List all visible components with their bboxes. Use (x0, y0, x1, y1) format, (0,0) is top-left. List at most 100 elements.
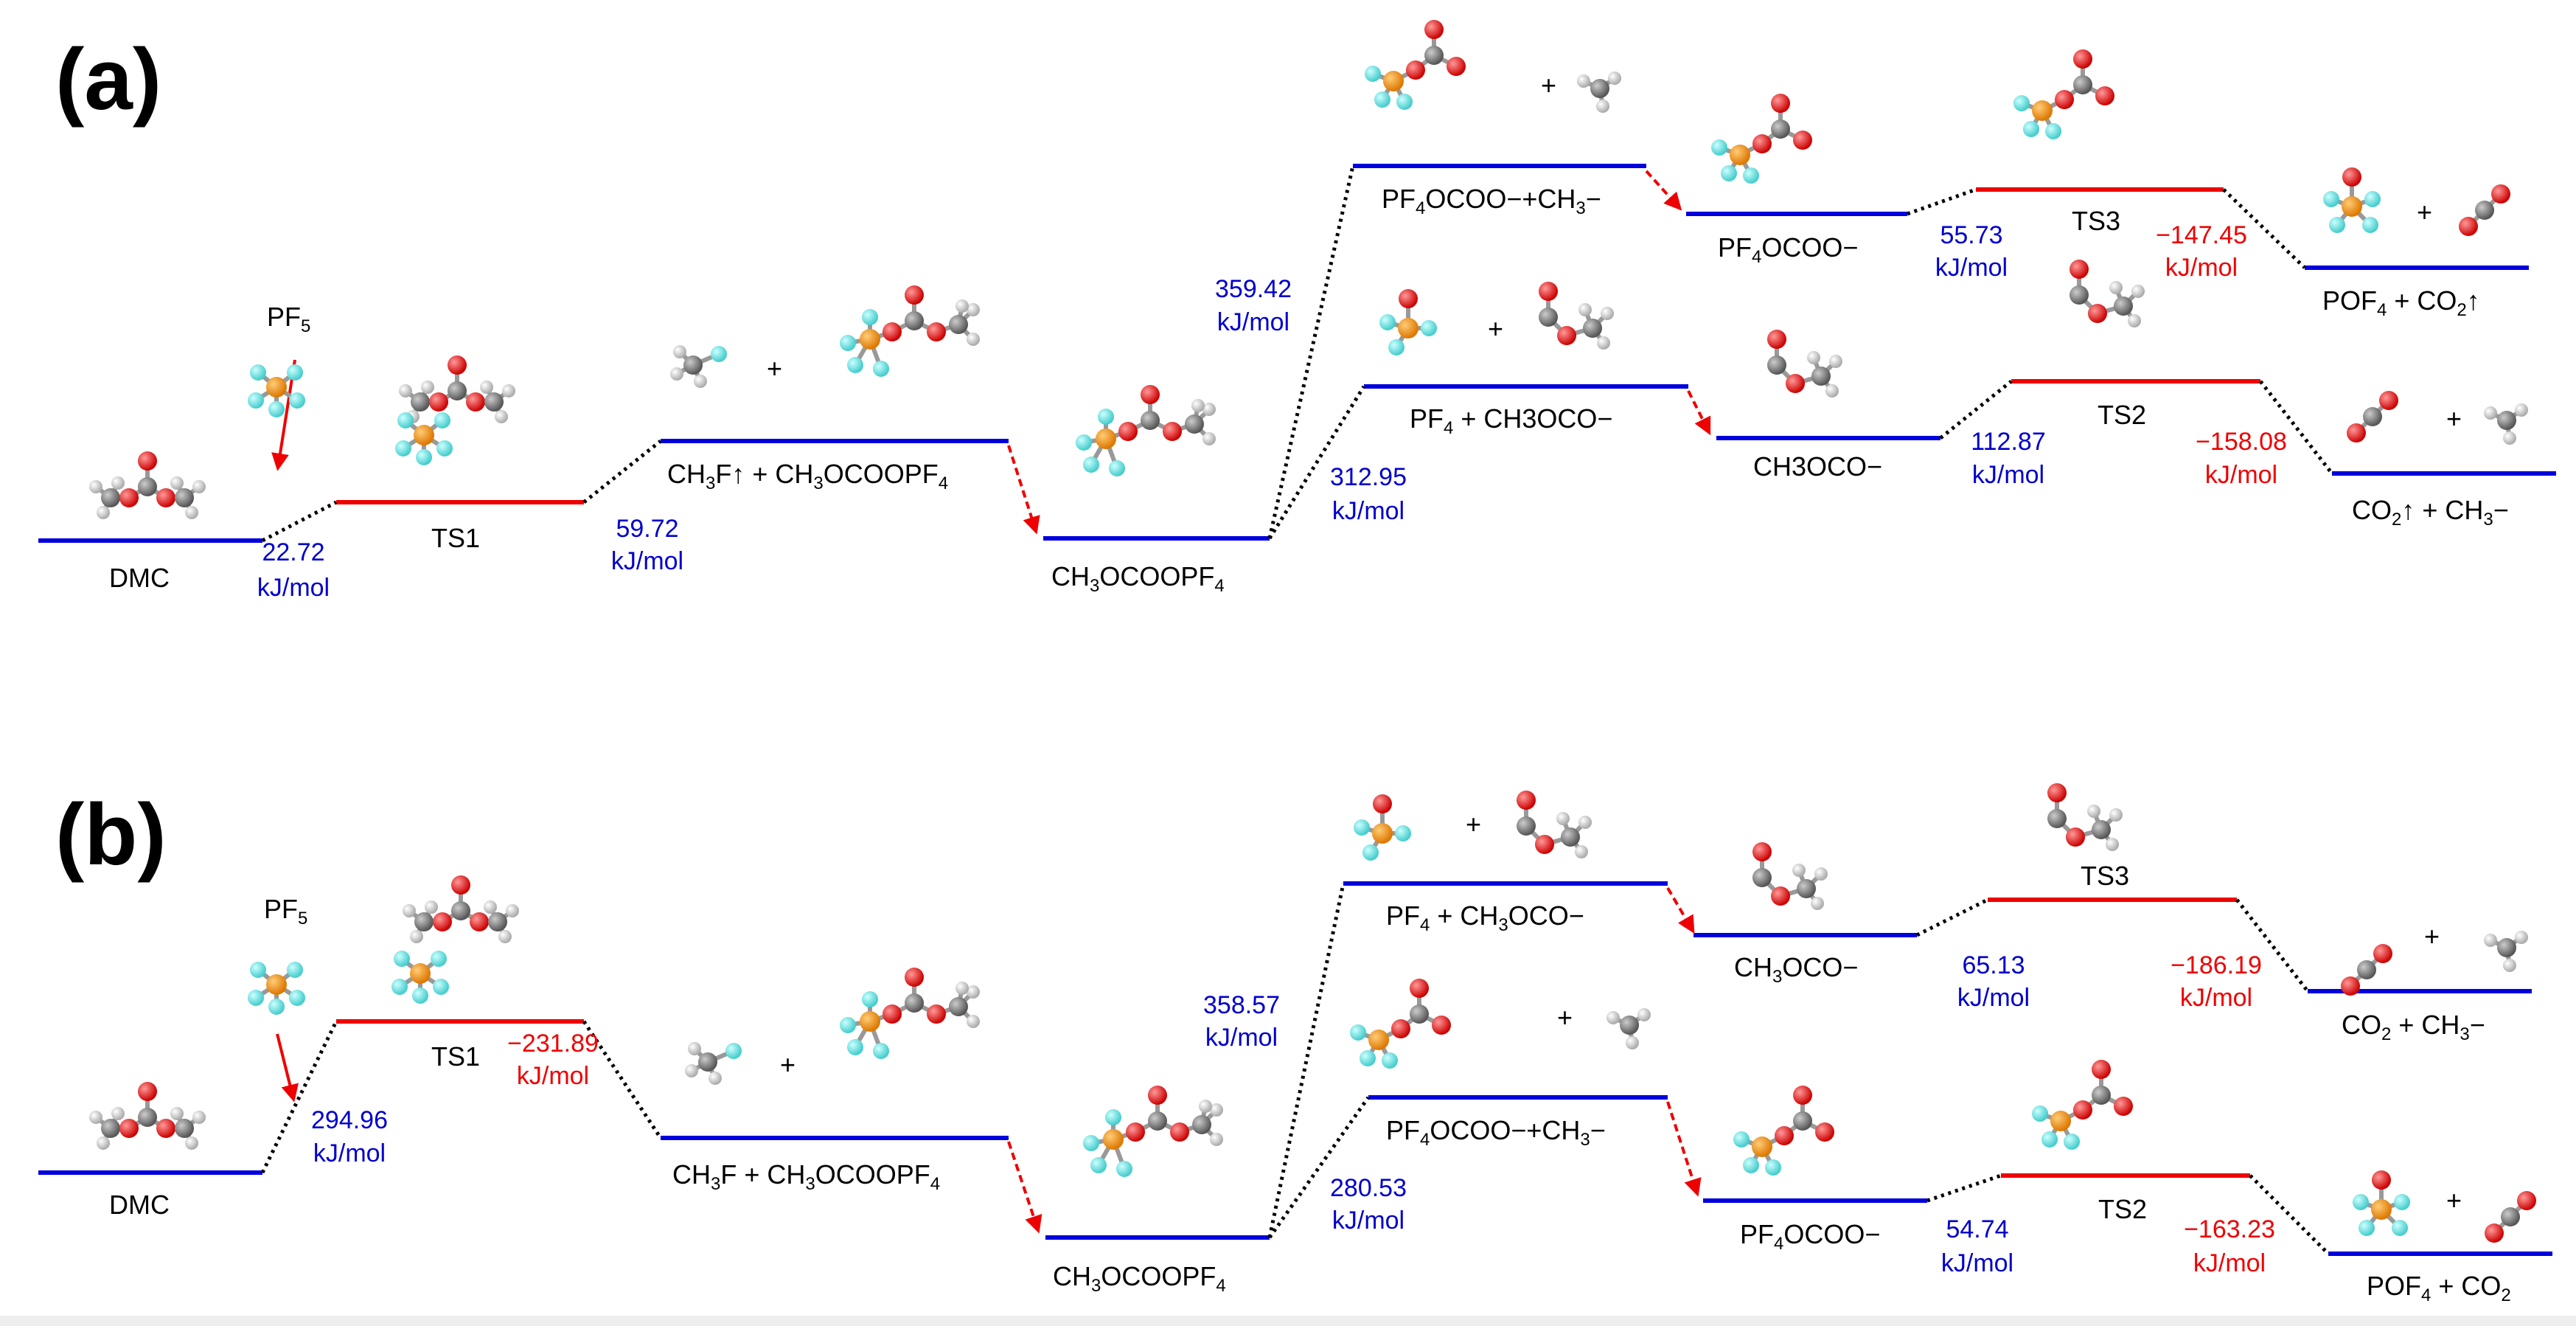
energy-e8: −158.08 (2196, 428, 2287, 456)
label-lower-final: POF4 + CO2 (2367, 1271, 2511, 1305)
atom-o (156, 488, 175, 507)
atom-c (1410, 1004, 1429, 1024)
atom-h (1202, 432, 1216, 445)
atom-o (2485, 1223, 2504, 1243)
atom-o (1170, 1122, 1189, 1142)
atom-o (1557, 326, 1576, 345)
molecule-intermediate (1083, 1086, 1223, 1177)
atom-h (1601, 307, 1614, 320)
atom-h (506, 904, 519, 917)
molecule-co2 (2459, 184, 2510, 236)
molecule-ts1 (403, 875, 519, 943)
atom-f (250, 364, 266, 381)
atom-f (1083, 1135, 1099, 1151)
atom-c (2501, 1207, 2520, 1226)
atom-o (927, 322, 946, 341)
atom-h (403, 904, 416, 917)
atom-o (119, 1119, 139, 1138)
atom-f (1374, 91, 1390, 108)
atom-c (2475, 201, 2494, 220)
molecule-ch3f (670, 345, 727, 388)
atom-h (1210, 1103, 1223, 1117)
atom-h (1829, 355, 1842, 368)
atom-h (967, 303, 980, 316)
atom-o (2073, 1100, 2092, 1120)
plus-sign: + (1541, 70, 1556, 100)
energy-e2: 59.72 (616, 515, 678, 543)
energy-e2-unit: kJ/mol (517, 1062, 589, 1090)
label-lower-intermediate: PF4OCOO− (1740, 1219, 1880, 1254)
atom-f (2329, 217, 2345, 233)
molecule-ch3 (1577, 72, 1621, 113)
atom-o (1517, 791, 1536, 810)
atom-o (1163, 422, 1182, 441)
atom-o (2491, 184, 2510, 204)
atom-c (1590, 79, 1609, 98)
energy-e4: 280.53 (1330, 1174, 1407, 1202)
atom-h (1807, 351, 1820, 364)
energy-e1-unit: kJ/mol (257, 574, 330, 602)
atom-p (1096, 428, 1116, 449)
atom-o (156, 1119, 175, 1138)
energy-e6: −147.45 (2156, 221, 2247, 249)
atom-h (2515, 931, 2528, 944)
molecule-dmc (89, 451, 206, 519)
energy-e1-unit: kJ/mol (313, 1139, 386, 1167)
atom-f (1765, 1159, 1781, 1176)
atom-c (905, 993, 924, 1013)
energy-e3: 359.42 (1215, 275, 1292, 303)
bottom-bar (0, 1316, 2576, 1326)
atom-o (1399, 289, 1418, 308)
atom-o (1424, 20, 1444, 39)
atom-c (2363, 407, 2382, 426)
atom-h (685, 1064, 698, 1077)
atom-h (97, 506, 110, 519)
atom-h (1556, 812, 1570, 825)
energy-e8-unit: kJ/mol (2205, 461, 2277, 489)
atom-f (433, 979, 449, 995)
atom-h (1578, 303, 1592, 316)
energy-e5: 55.73 (1940, 221, 2002, 249)
energy-e4: 312.95 (1330, 463, 1407, 491)
atom-h (111, 1107, 125, 1120)
atom-h (480, 381, 493, 394)
atom-f (1395, 825, 1411, 841)
atom-f (289, 990, 305, 1006)
atom-c (101, 488, 120, 507)
molecule-ts1 (399, 355, 515, 423)
atom-p (410, 963, 431, 984)
atom-c (488, 912, 507, 931)
dashed-arrow (1645, 170, 1682, 211)
atom-o (433, 912, 452, 931)
atom-h (1199, 1100, 1212, 1113)
atom-f (2394, 1194, 2410, 1210)
atom-h (1811, 897, 1824, 910)
atom-o (1815, 1122, 1834, 1142)
atom-f (862, 309, 878, 325)
atom-h (694, 375, 707, 388)
atom-o (2347, 423, 2366, 442)
atom-f (248, 392, 264, 409)
energy-e1: 294.96 (311, 1106, 388, 1134)
atom-o (1373, 794, 1392, 813)
atom-o (1432, 1016, 1451, 1035)
energy-e8: −163.23 (2184, 1215, 2275, 1243)
atom-o (1793, 131, 1812, 150)
atom-h (709, 1072, 722, 1085)
dashed-arrow (1666, 886, 1695, 934)
atom-o (2047, 783, 2067, 802)
atom-f (391, 979, 408, 995)
molecule-ch3ocoopf4 (840, 285, 980, 377)
atom-o (2088, 304, 2107, 323)
atom-c (448, 381, 467, 400)
atom-h (1191, 399, 1205, 412)
molecule-pf4 (1379, 289, 1437, 355)
label-lower-final: CO2↑ + CH3− (2352, 495, 2509, 530)
atom-f (268, 999, 285, 1015)
atom-h (967, 985, 980, 999)
molecule-ch3 (1606, 1008, 1651, 1049)
atom-c (1620, 1016, 1639, 1035)
atom-c (2069, 285, 2089, 305)
atom-f (1382, 1052, 1398, 1069)
atom-c (1539, 308, 1558, 327)
